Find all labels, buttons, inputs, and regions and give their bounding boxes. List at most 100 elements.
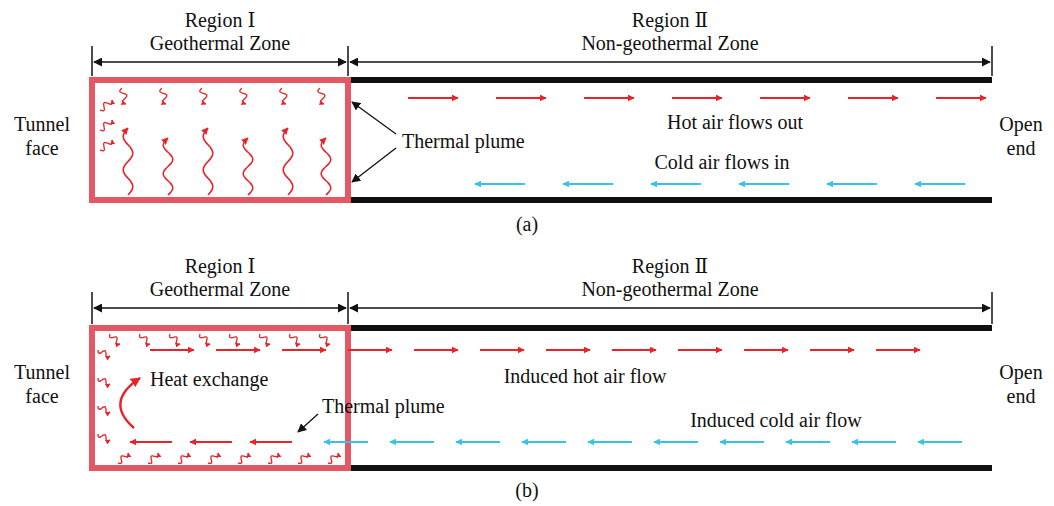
plume-stroke — [160, 88, 167, 104]
zone-name: Non-geothermal Zone — [581, 31, 758, 55]
plume-stroke — [238, 453, 248, 463]
flow-arrow — [672, 97, 722, 99]
flow-arrow — [190, 441, 232, 443]
plume-stroke — [148, 453, 158, 463]
flow-label: Induced cold air flow — [690, 408, 862, 432]
plume-stroke — [178, 453, 188, 463]
flow-arrow — [414, 349, 458, 351]
plume-stroke — [98, 406, 110, 413]
flow-arrow — [612, 349, 656, 351]
flow-arrow — [827, 183, 877, 185]
air-flow-arrows — [130, 98, 986, 442]
plume-stroke — [200, 88, 207, 104]
tunnel-b — [92, 328, 992, 468]
heat-exchange-arrow — [120, 378, 140, 428]
plume-stroke — [110, 334, 120, 344]
tunnel-a — [92, 80, 992, 200]
flow-arrow — [786, 441, 830, 443]
label-text: Thermal plume — [322, 395, 445, 417]
label-text: Region Ⅰ — [185, 255, 256, 277]
region-number: Region Ⅱ — [632, 254, 708, 278]
zone-name: Geothermal Zone — [150, 277, 291, 301]
label-text: Induced hot air flow — [504, 365, 667, 387]
flow-arrow — [546, 349, 590, 351]
flow-arrow — [150, 349, 194, 351]
plume-stroke — [100, 100, 112, 111]
plume-stroke — [98, 434, 110, 441]
flow-label: Cold air flows in — [655, 150, 790, 174]
plume-stroke — [100, 140, 112, 151]
flow-arrow — [563, 183, 613, 185]
flow-label: Hot air flows out — [667, 110, 803, 134]
end-label: Open end — [995, 360, 1047, 408]
flow-arrow — [852, 441, 896, 443]
label-text: Cold air flows in — [655, 151, 790, 173]
label-text: Geothermal Zone — [150, 32, 291, 54]
end-label: Open end — [995, 112, 1047, 160]
flow-arrow — [408, 97, 458, 99]
region-number: Region Ⅱ — [632, 8, 708, 32]
flow-arrow — [915, 183, 965, 185]
plume-stroke — [120, 88, 127, 104]
plume-stroke — [140, 334, 150, 344]
end-label: Tunnel face — [7, 112, 77, 160]
plume-stroke — [260, 334, 270, 344]
flow-arrow — [496, 97, 546, 99]
label-text: (a) — [516, 213, 538, 235]
label-text: Open end — [999, 361, 1042, 407]
plume-stroke — [100, 120, 112, 131]
plume-stroke — [320, 334, 330, 344]
plume-stroke — [203, 128, 213, 195]
region-number: Region Ⅰ — [185, 8, 256, 32]
flow-arrow — [584, 97, 634, 99]
plume-stroke — [163, 138, 173, 195]
flow-arrow — [390, 441, 434, 443]
subfigure-label: (a) — [516, 212, 538, 236]
plume-stroke — [298, 453, 308, 463]
plume-stroke — [268, 453, 278, 463]
flow-arrow — [480, 349, 524, 351]
flow-arrow — [475, 183, 525, 185]
flow-label: Induced hot air flow — [504, 364, 667, 388]
plume-stroke — [230, 334, 240, 344]
label-text: Non-geothermal Zone — [581, 32, 758, 54]
flow-arrow — [720, 441, 764, 443]
subfigure-label: (b) — [515, 478, 538, 502]
label-text: Heat exchange — [150, 368, 268, 390]
flow-arrow — [654, 441, 698, 443]
plume-stroke — [328, 453, 338, 463]
flow-arrow — [760, 97, 810, 99]
plume-stroke — [98, 378, 110, 385]
plume-stroke — [118, 453, 128, 463]
label-text: Region Ⅱ — [632, 9, 708, 31]
label-text: Open end — [999, 113, 1042, 159]
flow-arrow — [456, 441, 500, 443]
flow-arrow — [918, 441, 962, 443]
flow-arrow — [282, 349, 326, 351]
plume-stroke — [123, 128, 133, 195]
plume-stroke — [200, 334, 210, 344]
flow-arrow — [848, 97, 898, 99]
leader-lines — [298, 102, 396, 432]
zone-name: Non-geothermal Zone — [581, 277, 758, 301]
plume-stroke — [280, 88, 287, 104]
label-text: Region Ⅰ — [185, 9, 256, 31]
plume-stroke — [318, 88, 325, 104]
callout-label: Thermal plume — [322, 394, 445, 418]
callout-label: Thermal plume — [402, 129, 525, 153]
flow-arrow — [130, 441, 172, 443]
plume-stroke — [208, 453, 218, 463]
plume-stroke — [98, 350, 110, 357]
process-label: Heat exchange — [150, 367, 268, 391]
label-text: Hot air flows out — [667, 111, 803, 133]
label-text: Thermal plume — [402, 130, 525, 152]
flow-arrow — [522, 441, 566, 443]
end-label: Tunnel face — [7, 360, 77, 408]
label-text: Region Ⅱ — [632, 255, 708, 277]
label-text: (b) — [515, 479, 538, 501]
thermal-plumes — [98, 88, 338, 463]
label-text: Non-geothermal Zone — [581, 278, 758, 300]
